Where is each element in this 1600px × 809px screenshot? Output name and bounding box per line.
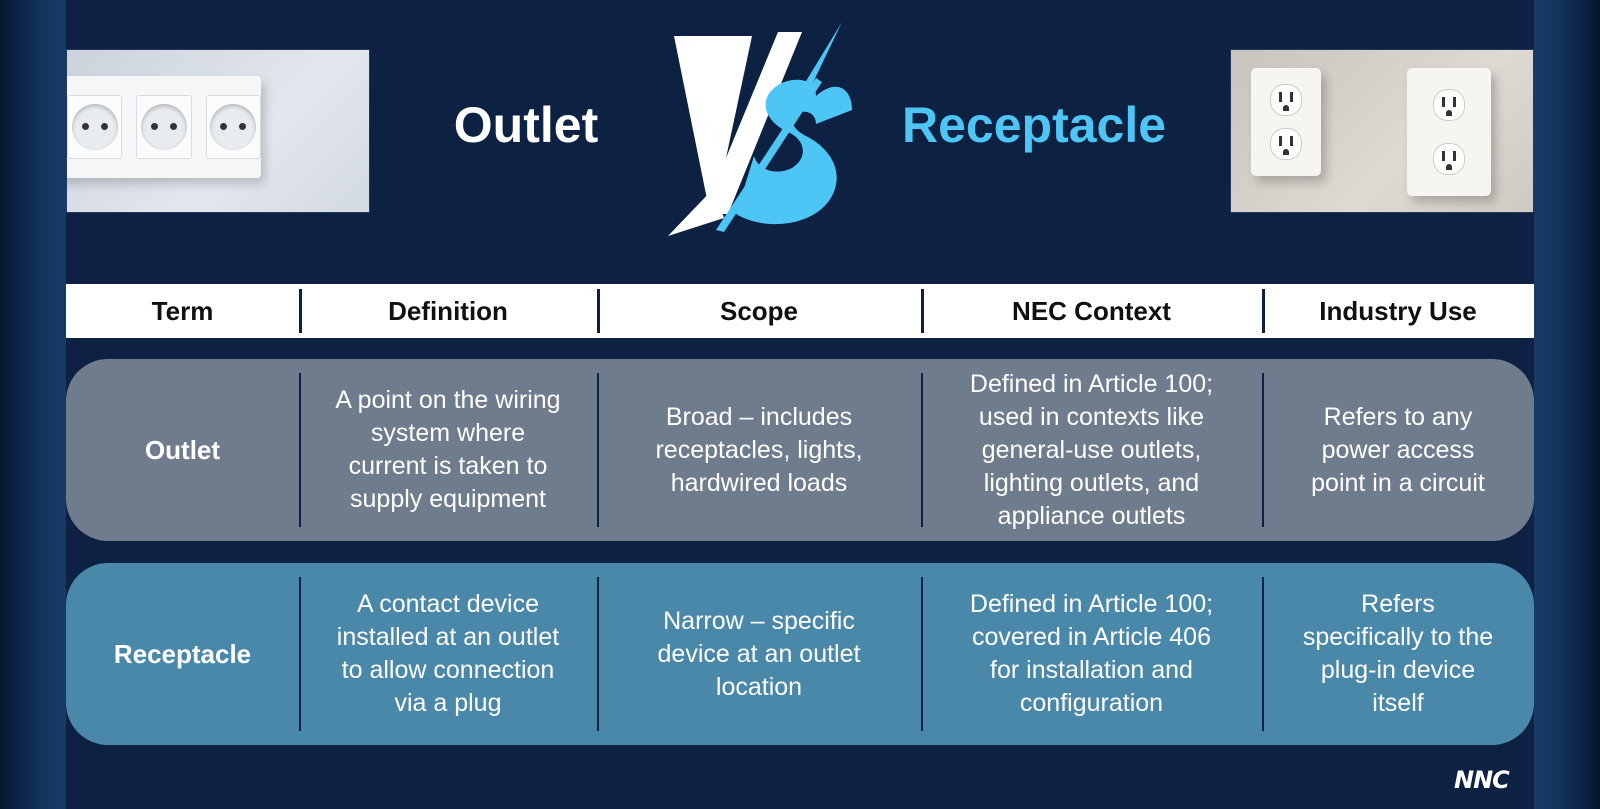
table-row-receptacle: Receptacle A contact device installed at… [66, 563, 1534, 745]
header-definition: Definition [299, 284, 597, 338]
us-receptacle-plate-large [1407, 68, 1491, 196]
cell-nec-context: Defined in Article 100; used in contexts… [921, 359, 1262, 541]
receptacle-photo [1230, 49, 1534, 213]
cell-industry-use: Refers specifically to the plug-in devic… [1262, 563, 1534, 745]
cell-term: Receptacle [113, 638, 252, 669]
cell-scope: Narrow – specific device at an outlet lo… [597, 563, 921, 745]
header-term: Term [151, 295, 214, 326]
us-outlet-face-icon [1270, 84, 1302, 116]
receptacle-title: Receptacle [902, 97, 1167, 153]
cell-definition: A contact device installed at an outlet … [299, 563, 597, 745]
table-row-outlet: Outlet A point on the wiring system wher… [66, 359, 1534, 541]
cell-scope: Broad – includes receptacles, lights, ha… [597, 359, 921, 541]
cell-industry-use: Refers to any power access point in a ci… [1262, 359, 1534, 541]
us-outlet-face-icon [1433, 89, 1465, 121]
euro-socket-icon [136, 95, 192, 159]
outlet-title: Outlet [453, 97, 599, 153]
us-outlet-face-icon [1433, 143, 1465, 175]
us-receptacle-plate-small [1251, 68, 1321, 176]
cell-definition: A point on the wiring system where curre… [299, 359, 597, 541]
table-header: Term Definition Scope NEC Context Indust… [66, 284, 1534, 338]
header-scope: Scope [597, 284, 921, 338]
left-margin-band [0, 0, 66, 809]
right-margin-band [1534, 0, 1600, 809]
comparison-slide: Outlet Receptacle Term Definition Scope … [66, 0, 1534, 809]
header-nec-context: NEC Context [921, 284, 1262, 338]
vs-logo-icon [668, 22, 852, 236]
cell-term: Outlet [144, 434, 221, 465]
header-industry-use: Industry Use [1262, 284, 1534, 338]
cell-nec-context: Defined in Article 100; covered in Artic… [921, 563, 1262, 745]
outlet-photo [66, 49, 370, 213]
brand-logo: NNC [1454, 766, 1510, 794]
euro-socket-icon [205, 95, 261, 159]
us-outlet-face-icon [1270, 128, 1302, 160]
euro-socket-strip [67, 76, 261, 178]
euro-socket-icon [67, 95, 123, 159]
